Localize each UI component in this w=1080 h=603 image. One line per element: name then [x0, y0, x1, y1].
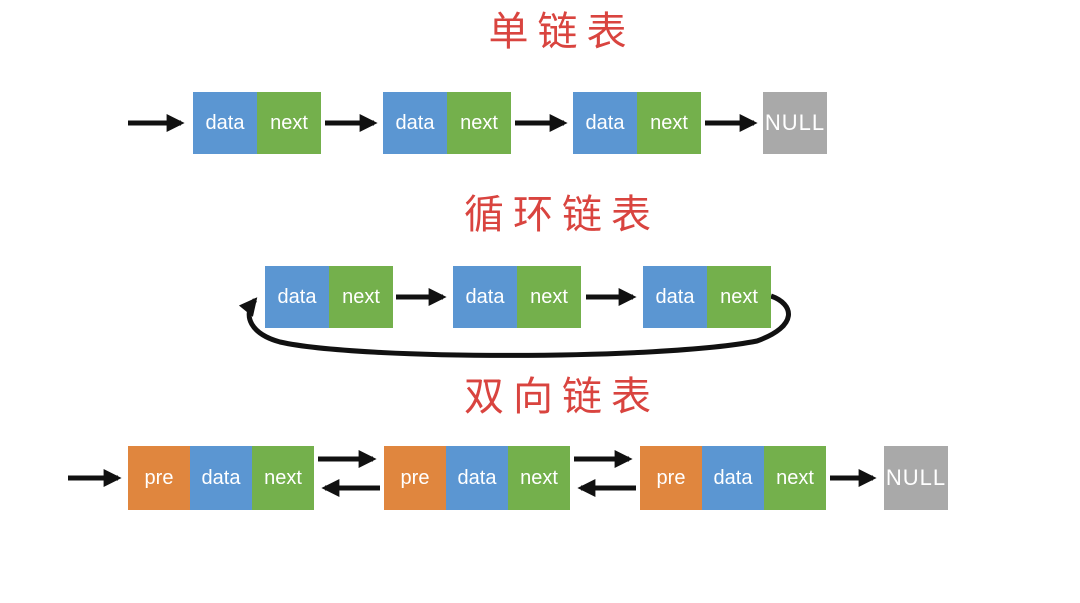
circular-node-1: data next [265, 266, 393, 328]
next-cell: next [329, 266, 393, 328]
pre-cell: pre [384, 446, 446, 510]
circular-node-3: data next [643, 266, 771, 328]
data-cell: data [446, 446, 508, 510]
doubly-node-1: pre data next [128, 446, 314, 510]
data-cell: data [193, 92, 257, 154]
data-cell: data [383, 92, 447, 154]
data-cell: data [265, 266, 329, 328]
singly-node-3: data next [573, 92, 701, 154]
next-cell: next [707, 266, 771, 328]
doubly-null-terminator: NULL [884, 446, 948, 510]
circular-node-2: data next [453, 266, 581, 328]
data-cell: data [453, 266, 517, 328]
section-title-circular: 循环链表 [464, 193, 660, 237]
next-cell: next [447, 92, 511, 154]
doubly-node-3: pre data next [640, 446, 826, 510]
next-cell: next [637, 92, 701, 154]
singly-null-terminator: NULL [763, 92, 827, 154]
next-cell: next [252, 446, 314, 510]
data-cell: data [702, 446, 764, 510]
singly-node-2: data next [383, 92, 511, 154]
data-cell: data [643, 266, 707, 328]
doubly-node-2: pre data next [384, 446, 570, 510]
pre-cell: pre [640, 446, 702, 510]
singly-node-1: data next [193, 92, 321, 154]
data-cell: data [190, 446, 252, 510]
next-cell: next [508, 446, 570, 510]
data-cell: data [573, 92, 637, 154]
next-cell: next [257, 92, 321, 154]
next-cell: next [764, 446, 826, 510]
pre-cell: pre [128, 446, 190, 510]
section-title-doubly: 双向链表 [464, 375, 660, 419]
section-title-singly: 单链表 [488, 10, 636, 54]
next-cell: next [517, 266, 581, 328]
